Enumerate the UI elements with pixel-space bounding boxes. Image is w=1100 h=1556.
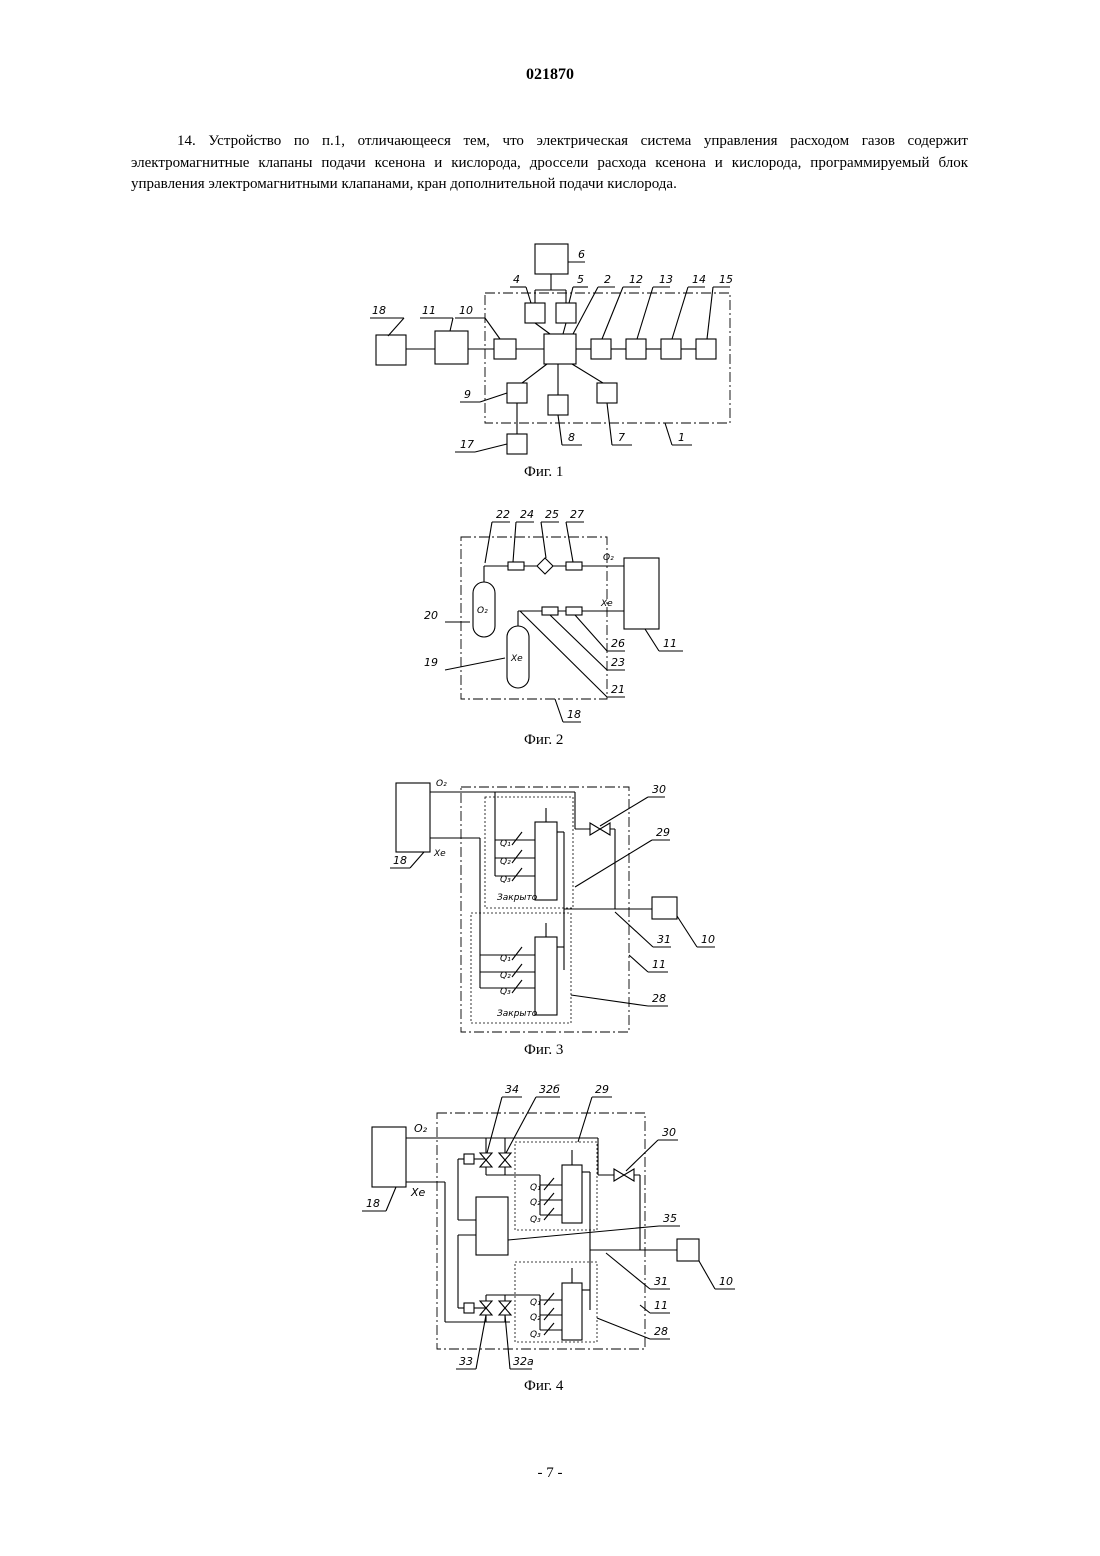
fig2-label-25: 25	[545, 508, 559, 521]
fig3-label-31: 31	[657, 933, 671, 946]
fig1-label-17: 17	[460, 438, 474, 451]
fig1-label-5: 5	[577, 273, 584, 286]
fig1-label-2: 2	[604, 273, 611, 286]
fig2-label-21: 21	[611, 683, 625, 696]
fig4-line-xe: Xe	[410, 1186, 426, 1199]
fig2-label-18: 18	[567, 708, 581, 721]
fig4-label-29: 29	[595, 1083, 609, 1096]
fig4-label-28: 28	[654, 1325, 668, 1338]
fig3-state-closed-upper: Закрыто	[497, 893, 538, 903]
fig3-label-10: 10	[701, 933, 715, 946]
control-system-boundary-11-fig4	[437, 1113, 645, 1349]
fig3-label-28: 28	[652, 992, 666, 1005]
fig4-label-18: 18	[366, 1197, 380, 1210]
fig3-caption: Фиг. 3	[524, 1042, 563, 1058]
fig2-line-xe: Xe	[600, 599, 613, 609]
fig2-label-19: 19	[424, 656, 438, 669]
fig4-label-11: 11	[654, 1299, 668, 1312]
fig1-label-13: 13	[659, 273, 673, 286]
fig2-label-23: 23	[611, 656, 625, 669]
fig1-label-14: 14	[692, 273, 706, 286]
fig2-caption: Фиг. 2	[524, 732, 563, 748]
fig4-label-31: 31	[654, 1275, 668, 1288]
fig1-caption: Фиг. 1	[524, 464, 563, 480]
fig3-line-xe: Xe	[433, 849, 446, 859]
fig2-label-27: 27	[570, 508, 584, 521]
figure-2: 22 24 25 27 20 19 26 23 21 18 11 O₂ Xe O…	[424, 508, 683, 748]
fig3-line-o2: O₂	[436, 779, 447, 789]
fig1-label-7: 7	[618, 431, 625, 444]
fig1-label-11: 11	[422, 304, 436, 317]
fig1-label-6: 6	[578, 248, 585, 261]
fig4-throttle-q2-lower: Q₂	[530, 1313, 541, 1323]
fig4-label-10: 10	[719, 1275, 733, 1288]
fig2-line-o2: O₂	[603, 553, 614, 563]
fig2-label-22: 22	[496, 508, 510, 521]
central-unit-2	[544, 334, 576, 364]
fig4-label-32a: 32а	[513, 1355, 534, 1368]
page-number: - 7 -	[0, 1465, 1100, 1482]
fig3-state-closed-lower: Закрыто	[497, 1009, 538, 1019]
fig4-throttle-q2-upper: Q₂	[530, 1198, 541, 1208]
fig3-label-30: 30	[652, 783, 666, 796]
control-unit-35	[476, 1197, 508, 1255]
fig4-throttle-q3-upper: Q₃	[530, 1215, 541, 1225]
fig3-throttle-q2-upper: Q₂	[500, 857, 511, 867]
fig4-throttle-q1-lower: Q₁	[530, 1298, 541, 1308]
fig1-label-9: 9	[464, 388, 471, 401]
fig3-label-18: 18	[393, 854, 407, 867]
fig3-throttle-q1-lower: Q₁	[500, 954, 511, 964]
fig4-caption: Фиг. 4	[524, 1378, 564, 1394]
figure-4: 34 32б 29 30 18 35 31 10 11 28 33 32а O₂…	[362, 1083, 735, 1394]
fig3-label-29: 29	[656, 826, 670, 839]
figure-1: 18 11 10 4 6 5 2 12 13 14 15 9 8 7 17 1 …	[370, 244, 733, 480]
fig1-label-1: 1	[678, 431, 685, 444]
fig1-label-10: 10	[459, 304, 473, 317]
fig2-label-11: 11	[663, 637, 677, 650]
fig4-throttle-q3-lower: Q₃	[530, 1330, 541, 1340]
fig3-throttle-q3-upper: Q₃	[500, 875, 511, 885]
fig4-label-34: 34	[505, 1083, 519, 1096]
fig2-label-24: 24	[520, 508, 534, 521]
fig2-label-20: 20	[424, 609, 438, 622]
fig4-throttle-q1-upper: Q₁	[530, 1183, 541, 1193]
fig1-label-12: 12	[629, 273, 643, 286]
fig2-label-26: 26	[611, 637, 625, 650]
fig1-label-15: 15	[719, 273, 733, 286]
fig3-throttle-q3-lower: Q₃	[500, 987, 511, 997]
fig1-label-8: 8	[568, 431, 575, 444]
fig3-throttle-q2-lower: Q₂	[500, 971, 511, 981]
fig4-line-o2: O₂	[414, 1122, 428, 1135]
fig1-label-18: 18	[372, 304, 386, 317]
fig1-label-4: 4	[513, 273, 520, 286]
fig4-label-32b: 32б	[539, 1083, 560, 1096]
fig4-label-33: 33	[459, 1355, 473, 1368]
fig2-cylinder-xe: Xe	[510, 654, 523, 664]
fig4-label-35: 35	[663, 1212, 677, 1225]
fig3-label-11: 11	[652, 958, 666, 971]
fig2-cylinder-o2: O₂	[477, 606, 488, 616]
fig3-throttle-q1-upper: Q₁	[500, 839, 511, 849]
fig4-label-30: 30	[662, 1126, 676, 1139]
figure-3: 30 29 18 31 10 11 28 O₂ Xe Q₁ Q₂ Q₃ Q₁ Q…	[390, 779, 715, 1058]
